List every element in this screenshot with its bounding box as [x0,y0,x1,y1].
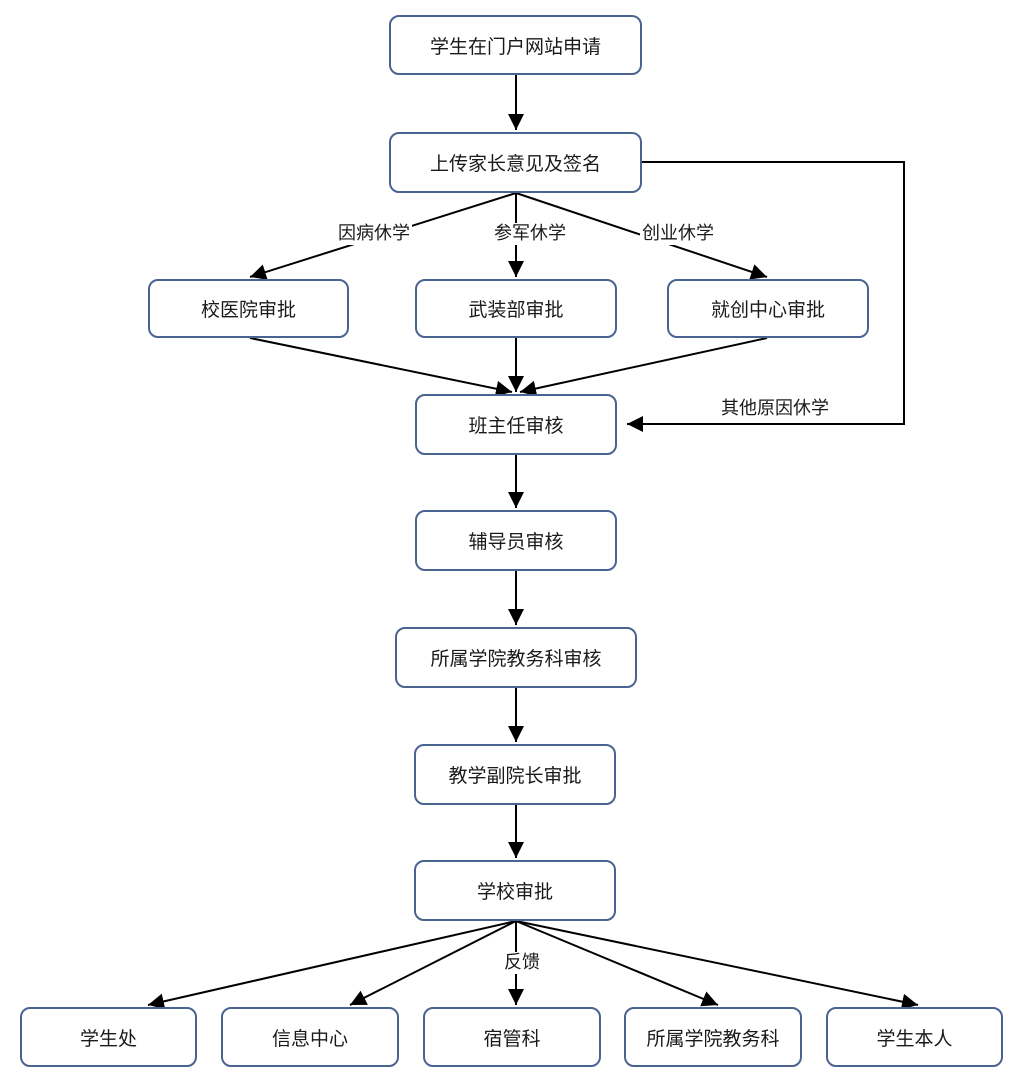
node-armed: 武装部审批 [415,279,617,338]
node-infocenter: 信息中心 [221,1007,399,1067]
edge-startup-headteacher [519,337,768,397]
edge-label-entrepreneur: 创业休学 [640,223,716,245]
edge-label-other: 其他原因休学 [719,398,831,420]
edge-upload-headteacher-other [627,161,905,432]
edge-label-illness: 因病休学 [336,223,412,245]
node-school: 学校审批 [414,860,616,921]
edge-hospital-headteacher [249,337,513,397]
node-studentoffice: 学生处 [20,1007,197,1067]
node-collegeoffice: 所属学院教务科 [624,1007,802,1067]
node-headteacher: 班主任审核 [415,394,617,455]
node-vicedean: 教学副院长审批 [414,744,616,805]
node-academic: 所属学院教务科审核 [395,627,637,688]
edge-school-infocenter [349,920,517,1006]
node-counselor: 辅导员审核 [415,510,617,571]
node-dorm: 宿管科 [423,1007,601,1067]
node-upload: 上传家长意见及签名 [389,132,642,193]
node-student: 学生本人 [826,1007,1003,1067]
node-apply: 学生在门户网站申请 [389,15,642,75]
edge-school-student [515,920,919,1010]
edge-school-studentoffice [147,920,517,1010]
edge-label-feedback: 反馈 [502,952,542,974]
node-startup: 就创中心审批 [667,279,869,338]
node-hospital: 校医院审批 [148,279,349,338]
edge-label-military: 参军休学 [492,223,568,245]
edge-school-collegeoffice [515,920,719,1007]
